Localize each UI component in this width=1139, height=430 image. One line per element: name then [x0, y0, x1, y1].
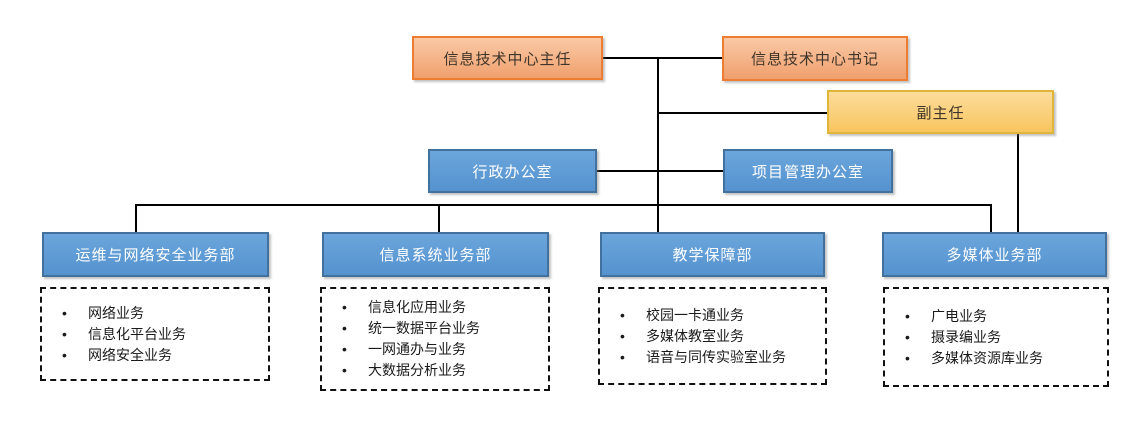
- node-dept-teaching-support: 教学保障部: [600, 232, 825, 277]
- duty-list-network-ops: 网络业务 信息化平台业务 网络安全业务: [40, 287, 270, 381]
- node-project-office: 项目管理办公室: [723, 149, 893, 193]
- duty-item: 信息化平台业务: [52, 324, 186, 345]
- duty-item: 摄录编业务: [895, 327, 1043, 348]
- duty-list-info-systems: 信息化应用业务 统一数据平台业务 一网通办与业务 大数据分析业务: [320, 287, 550, 391]
- node-director: 信息技术中心主任: [412, 36, 603, 80]
- node-dept-multimedia: 多媒体业务部: [882, 232, 1107, 277]
- duty-item: 多媒体教室业务: [610, 326, 786, 347]
- node-secretary: 信息技术中心书记: [722, 36, 908, 81]
- duty-item: 语音与同传实验室业务: [610, 347, 786, 368]
- node-dept-info-systems: 信息系统业务部: [322, 232, 549, 277]
- duty-list-multimedia: 广电业务 摄录编业务 多媒体资源库业务: [883, 287, 1109, 387]
- duty-item: 网络安全业务: [52, 345, 186, 366]
- node-deputy-director: 副主任: [827, 90, 1054, 134]
- node-admin-office: 行政办公室: [428, 149, 597, 193]
- duty-item: 统一数据平台业务: [332, 318, 480, 339]
- duty-item: 多媒体资源库业务: [895, 348, 1043, 369]
- node-dept-network-ops: 运维与网络安全业务部: [42, 232, 269, 277]
- duty-item: 校园一卡通业务: [610, 305, 786, 326]
- duty-list-teaching-support: 校园一卡通业务 多媒体教室业务 语音与同传实验室业务: [598, 287, 827, 385]
- duty-item: 大数据分析业务: [332, 360, 480, 381]
- duty-item: 信息化应用业务: [332, 297, 480, 318]
- duty-item: 一网通办与业务: [332, 339, 480, 360]
- duty-item: 网络业务: [52, 303, 186, 324]
- duty-item: 广电业务: [895, 306, 1043, 327]
